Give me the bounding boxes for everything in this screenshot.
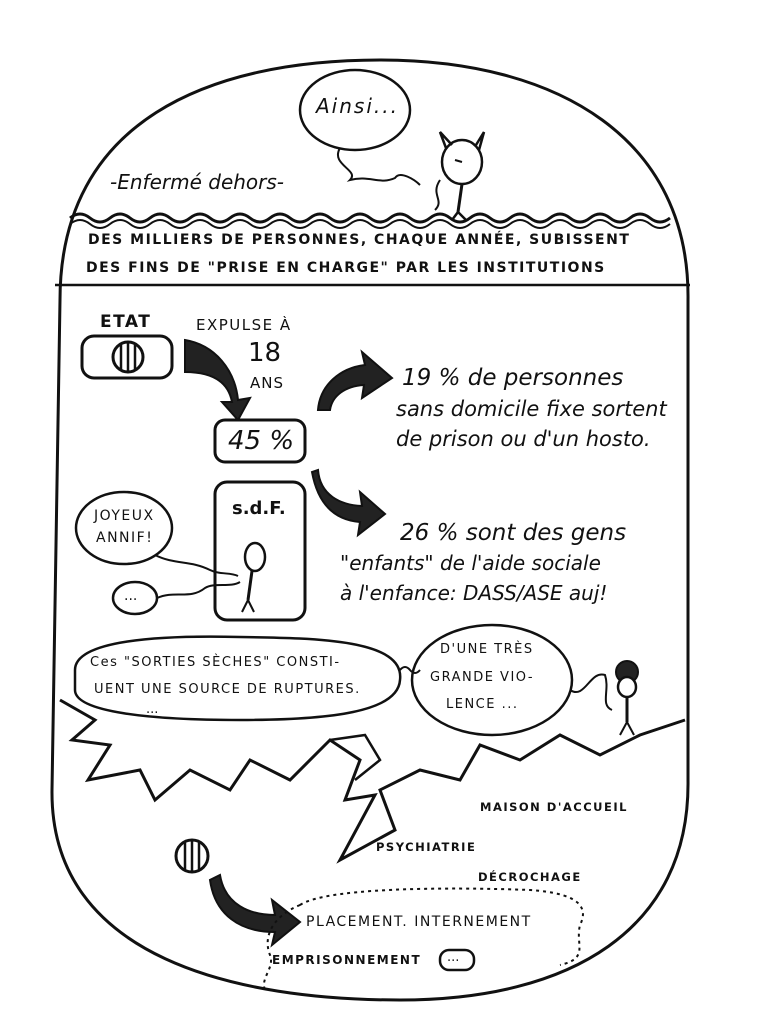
label-placement: PLACEMENT. INTERNEMENT xyxy=(306,914,532,930)
sorties-line1: Ces "SORTIES SÈCHES" CONSTI- xyxy=(90,655,341,670)
wavy-line xyxy=(69,212,671,224)
expulse-age: 18 xyxy=(248,338,282,368)
stat2-line2: "enfants" de l'aide sociale xyxy=(340,551,601,575)
etat-label: ETAT xyxy=(100,312,152,332)
banner-line-1: DES MILLIERS DE PERSONNES, CHAQUE ANNÉE,… xyxy=(88,232,631,248)
arrow-down-icon xyxy=(184,338,252,422)
joyeux-line2: ANNIF! xyxy=(96,530,154,546)
banner-line-2: DES FINS DE "PRISE EN CHARGE" PAR LES IN… xyxy=(86,260,606,276)
violence-line1: D'UNE TRÈS xyxy=(440,642,534,657)
label-decrochage: DÉCROCHAGE xyxy=(478,870,582,884)
speech-bubble-ainsi xyxy=(298,68,412,152)
devil-character xyxy=(434,131,486,221)
jagged-ground xyxy=(59,698,686,864)
stat1-line1: 19 % de personnes xyxy=(402,365,624,391)
stat2-line3: à l'enfance: DASS/ASE auj! xyxy=(340,581,608,605)
expulse-label: EXPULSE À xyxy=(196,316,292,334)
stat1-line3: de prison ou d'un hosto. xyxy=(396,427,651,451)
bottom-arrow-icon xyxy=(208,873,302,948)
speech-bubble-violence xyxy=(410,623,574,737)
subtitle-enferme: -Enfermé dehors- xyxy=(110,170,285,194)
stat1-line2: sans domicile fixe sortent xyxy=(396,397,667,421)
dotted-outline xyxy=(262,887,584,991)
label-emprisonnement: EMPRISONNEMENT xyxy=(272,953,422,967)
label-maison: MAISON D'ACCUEIL xyxy=(480,800,628,814)
speech-bubble-sorties xyxy=(73,635,402,722)
speech-ainsi: Ainsi... xyxy=(316,94,399,118)
joyeux-line1: JOYEUX xyxy=(94,508,155,524)
stat2-line1: 26 % sont des gens xyxy=(400,520,627,546)
violence-line2: GRANDE VIO- xyxy=(430,670,535,685)
stick-figure xyxy=(241,541,267,613)
arrow-up-right-icon xyxy=(316,349,394,411)
end-ellipsis: ... xyxy=(447,950,460,965)
label-psychiatrie: PSYCHIATRIE xyxy=(376,840,477,854)
sorties-line2: UENT UNE SOURCE DE RUPTURES. xyxy=(94,682,361,697)
arrow-down-right-icon xyxy=(310,468,387,538)
capped-figure xyxy=(615,660,639,736)
percent-box xyxy=(213,418,307,464)
ellipsis-bubble-text: ... xyxy=(124,588,138,604)
end-pill xyxy=(438,948,476,972)
speech-bubble-joyeux xyxy=(74,490,174,566)
violence-line3: LENCE ... xyxy=(446,697,519,712)
sorties-line3: ... xyxy=(146,702,159,717)
panel-frame xyxy=(50,58,690,1002)
percent-45: 45 % xyxy=(228,426,295,456)
expulse-ans: ANS xyxy=(250,374,285,392)
sdf-label: s.d.F. xyxy=(232,498,286,519)
